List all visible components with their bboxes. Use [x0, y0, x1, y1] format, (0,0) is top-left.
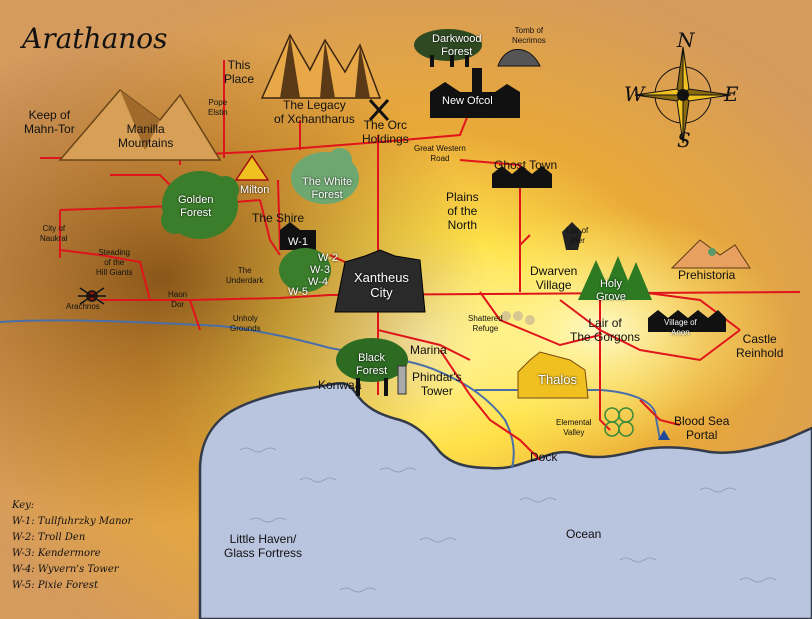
w-forest-icon [279, 248, 331, 292]
darkwood-forest-icon [414, 29, 482, 67]
black-forest-icon [336, 338, 408, 396]
milton-tent-icon [234, 154, 270, 181]
label-arachnos: Arachnos [66, 302, 100, 311]
label-little-haven: Little Haven/Glass Fortress [224, 532, 303, 560]
key-entry: W-2: Troll Den [12, 532, 86, 543]
label-ocean: Ocean [566, 527, 602, 541]
ghost-town-icon [492, 166, 552, 188]
holy-grove-icon [578, 256, 652, 300]
key-entry: W-4: Wyvern's Tower [12, 564, 119, 575]
xantheus-city-icon [334, 249, 426, 313]
map-key: Key: W-1: Tullfuhrzky Manor W-2: Troll D… [12, 498, 132, 594]
key-entry: W-5: Pixie Forest [12, 580, 98, 591]
key-title: Key: [12, 500, 35, 511]
compass-south: S [677, 128, 691, 152]
label-w2: W-2 [318, 252, 338, 264]
label-new-ofcol: New Ofcol [442, 95, 493, 107]
label-ghost-town: Ghost Town [494, 158, 558, 172]
phindars-tower-icon [397, 365, 407, 395]
label-dock: Dock [530, 450, 558, 464]
portal-icon [658, 430, 670, 440]
shattered-refuge-icon [501, 311, 535, 325]
ocean [198, 382, 812, 619]
village-of-anon-icon [648, 310, 726, 332]
legacy-mountains-icon [260, 33, 382, 99]
label-prehistoria: Prehistoria [678, 268, 736, 282]
golden-forest-icon [161, 171, 239, 239]
river-east [475, 389, 661, 441]
tomb-of-necrimos-icon [497, 49, 541, 67]
white-forest-icon [291, 148, 359, 204]
compass-east: E [724, 82, 739, 106]
compass-west: W [624, 82, 645, 106]
label-the-shire: The Shire [252, 211, 305, 225]
label-milton: Milton [240, 184, 270, 196]
orc-axes-icon [368, 98, 390, 122]
label-w3: W-3 [310, 264, 330, 276]
key-entry: W-3: Kendermore [12, 548, 101, 559]
elemental-valley-icon [604, 407, 634, 437]
label-w4: W-4 [308, 276, 328, 288]
label-marina: Marina [410, 343, 447, 357]
w1-manor-icon [280, 222, 316, 250]
label-konwaa: Konwaa [318, 378, 362, 392]
key-entry: W-1: Tullfuhrzky Manor [12, 516, 133, 527]
prehistoria-mountains-icon [670, 239, 751, 269]
ocean-waves [239, 447, 777, 593]
map-title: Arathanos [22, 22, 168, 55]
label-thalos: Thalos [538, 372, 578, 387]
compass-rose-icon [634, 46, 732, 144]
thalos-castle-icon [517, 351, 589, 399]
compass-north: N [677, 28, 695, 52]
label-w5: W-5 [288, 286, 308, 298]
arachnos-spider-icon [78, 287, 106, 305]
lair-of-jher-wolf-icon [562, 222, 582, 250]
new-ofcol-icon [430, 68, 520, 118]
label-w1: W-1 [288, 236, 308, 248]
manilla-mountains-icon [58, 88, 222, 161]
